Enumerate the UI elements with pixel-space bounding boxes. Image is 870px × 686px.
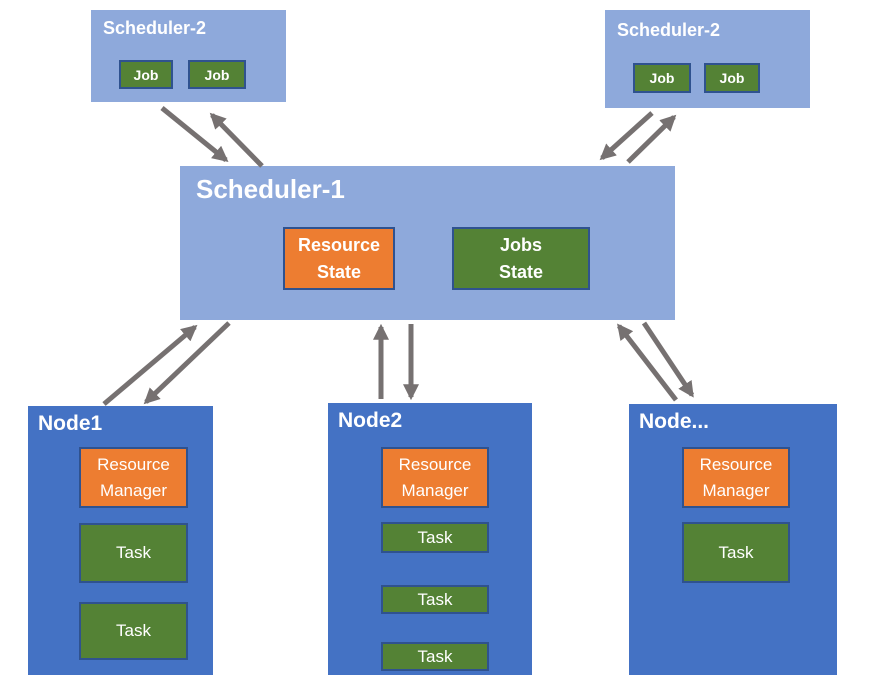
arrow-sched1-to-sched2right-icon [626, 114, 677, 164]
node1-title: Node1 [38, 412, 103, 435]
task-box: Task [381, 522, 489, 553]
node2-box: Node2 Resource Manager Task Task Task [328, 403, 532, 675]
scheduler2-right-title: Scheduler-2 [617, 20, 721, 40]
task-box: Task [381, 585, 489, 614]
node-ellipsis-title: Node... [639, 410, 710, 433]
scheduler2-right-box: Scheduler-2 Job Job [605, 10, 810, 108]
arrow-sched2right-to-sched1-icon [599, 111, 654, 161]
node1-box: Node1 Resource Manager Task Task [28, 406, 213, 675]
resource-manager-box: Resource Manager [682, 447, 790, 508]
scheduler1-title: Scheduler-1 [196, 174, 345, 204]
arrow-sched1-to-sched2left-icon [209, 112, 264, 168]
job-box: Job [704, 63, 760, 93]
scheduler1-box: Scheduler-1 Resource State Jobs State [180, 166, 675, 320]
resource-state-box: Resource State [283, 227, 395, 290]
scheduler2-left-box: Scheduler-2 Job Job [91, 10, 286, 102]
task-box: Task [79, 523, 188, 583]
node2-title: Node2 [338, 409, 403, 432]
job-box: Job [119, 60, 173, 89]
scheduler2-left-title: Scheduler-2 [103, 18, 207, 38]
arrow-sched1-to-node-ellipsis-icon [641, 321, 695, 398]
job-box: Job [188, 60, 246, 89]
job-box: Job [633, 63, 691, 93]
arrow-node-ellipsis-to-sched1-icon [617, 323, 678, 402]
jobs-state-box: Jobs State [452, 227, 590, 290]
task-box: Task [682, 522, 790, 583]
resource-manager-box: Resource Manager [79, 447, 188, 508]
resource-manager-box: Resource Manager [381, 447, 489, 508]
arrow-sched1-to-node1-icon [143, 321, 231, 405]
task-box: Task [381, 642, 489, 671]
node-ellipsis-box: Node... Resource Manager Task [629, 404, 837, 675]
arrow-node1-to-sched1-icon [102, 324, 198, 406]
arrow-sched2left-to-sched1-icon [160, 106, 229, 163]
task-box: Task [79, 602, 188, 660]
